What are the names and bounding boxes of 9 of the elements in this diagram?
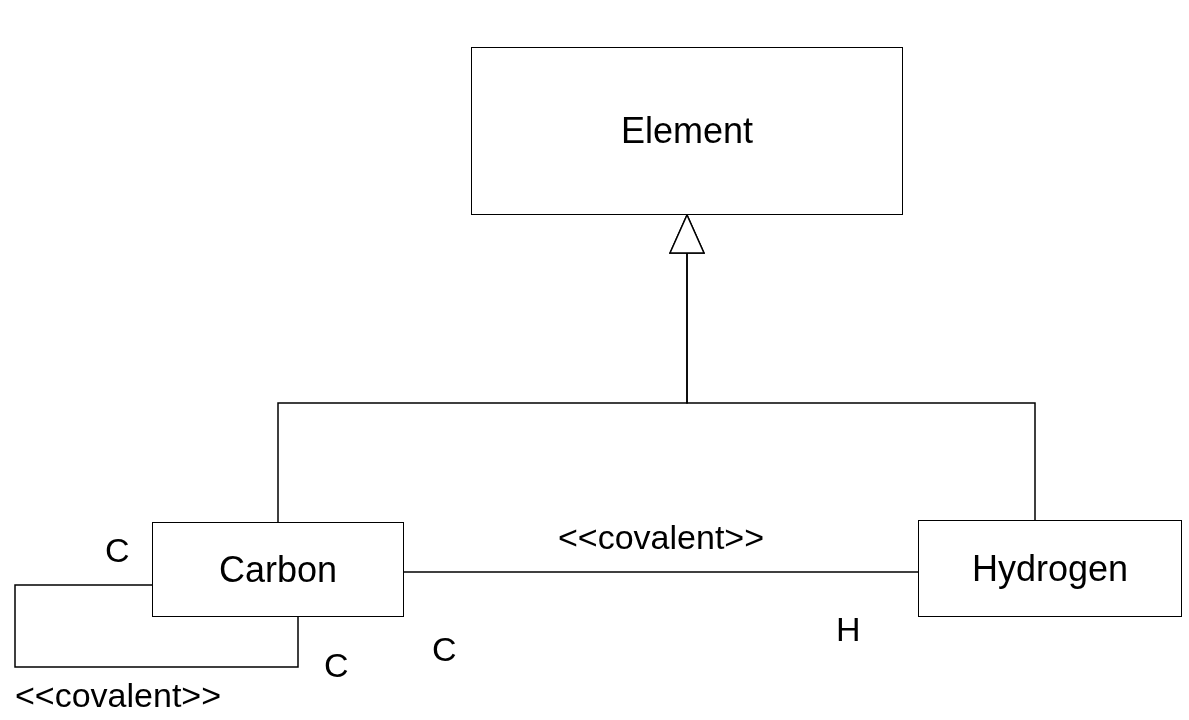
class-box (471, 47, 903, 215)
class-name: Carbon (218, 548, 338, 591)
class-name: Hydrogen (971, 547, 1129, 590)
association-line (14, 584, 299, 668)
generalization-arrow (669, 214, 1036, 521)
class-name: Element (620, 110, 754, 152)
association-line (403, 571, 919, 573)
class-box (918, 520, 1182, 617)
class-box (152, 522, 404, 617)
